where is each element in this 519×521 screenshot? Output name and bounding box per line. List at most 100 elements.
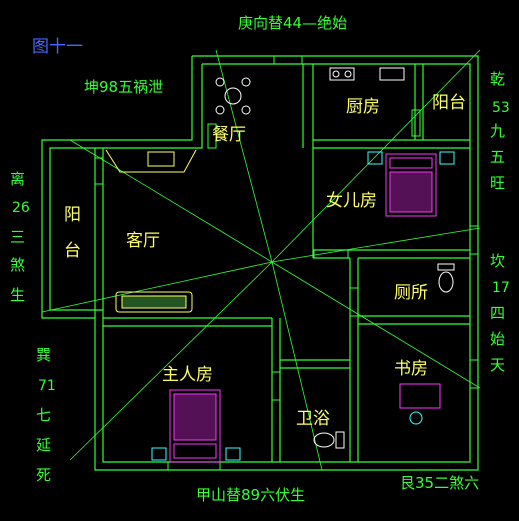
direction-char: 26 xyxy=(12,200,30,216)
sector-line xyxy=(271,261,323,471)
direction-char: 乾 xyxy=(490,70,505,88)
toilet-bowl xyxy=(313,432,335,448)
room-label-study: 书房 xyxy=(394,359,428,379)
direction-label-right-top: 乾 53 九 五 旺 xyxy=(490,70,510,192)
nightstand xyxy=(151,447,167,461)
direction-label-right-bottom: 坎 17 四 始 天 xyxy=(490,252,510,374)
inner-wall xyxy=(49,63,471,463)
direction-char: 旺 xyxy=(490,174,505,192)
direction-char: 五 xyxy=(490,148,505,166)
desk-icon xyxy=(399,383,441,425)
sector-line xyxy=(69,261,273,461)
chair xyxy=(241,77,251,87)
direction-char: 71 xyxy=(38,378,56,394)
balcony-left-char: 台 xyxy=(64,241,81,261)
walls xyxy=(41,55,479,471)
room-label-toilet: 厕所 xyxy=(394,283,428,303)
direction-char: 始 xyxy=(490,330,505,348)
window xyxy=(411,109,421,137)
chair xyxy=(215,105,225,115)
window xyxy=(207,123,217,149)
stove xyxy=(329,67,355,81)
nightstand-icon xyxy=(367,151,455,165)
room-label-living: 客厅 xyxy=(126,231,160,251)
sofa-outline xyxy=(105,149,197,173)
figure-label: 图十一 xyxy=(32,37,83,57)
direction-char: 坎 xyxy=(490,252,505,270)
direction-label-left-bottom: 巽 71 七 延 死 xyxy=(36,346,56,484)
window xyxy=(94,157,104,185)
nightstand xyxy=(439,151,455,165)
window xyxy=(469,225,479,255)
sofa-icon xyxy=(105,149,197,173)
direction-char: 巽 xyxy=(36,346,51,364)
sector-line xyxy=(41,261,273,313)
direction-char: 七 xyxy=(36,406,51,424)
couch-icon xyxy=(115,291,193,313)
direction-char: 离 xyxy=(10,170,25,188)
direction-label-left-top: 离 26 三 煞 生 xyxy=(10,170,30,304)
dining-table-icon xyxy=(215,77,251,115)
room-label-daughter: 女儿房 xyxy=(326,191,377,211)
sink-icon xyxy=(379,67,405,81)
direction-char: 17 xyxy=(492,280,510,296)
pillow xyxy=(389,157,433,169)
direction-char: 四 xyxy=(490,304,505,322)
couch-body xyxy=(115,291,193,313)
stove-icon xyxy=(329,67,355,81)
room-label-balcony-right: 阳台 xyxy=(432,93,466,113)
window xyxy=(313,249,349,259)
toilet-tank xyxy=(437,263,455,271)
bed-frame xyxy=(385,153,437,217)
direction-label-top-left: 坤98五祸泄 xyxy=(84,78,163,96)
window xyxy=(469,359,479,389)
window xyxy=(273,55,303,65)
direction-char: 53 xyxy=(492,100,510,116)
room-label-bathroom: 卫浴 xyxy=(296,409,330,429)
sector-line xyxy=(271,227,481,263)
tv-unit xyxy=(147,151,175,167)
nightstand xyxy=(367,151,383,165)
nightstand xyxy=(225,447,241,461)
table-top xyxy=(224,87,242,105)
toilet-bowl xyxy=(438,271,454,293)
pillow xyxy=(173,443,217,459)
sector-line xyxy=(215,49,273,263)
sector-line xyxy=(271,261,481,389)
chair xyxy=(215,77,225,87)
room-label-master: 主人房 xyxy=(162,365,213,385)
burner xyxy=(332,70,340,78)
room-label-kitchen: 厨房 xyxy=(346,97,380,117)
window xyxy=(167,461,221,471)
direction-char: 九 xyxy=(490,122,505,140)
sector-line xyxy=(69,139,273,263)
direction-label-bottom-right: 艮35二煞六 xyxy=(400,474,479,492)
sector-line xyxy=(271,49,481,263)
bed-icon xyxy=(169,389,221,463)
room-label-dining: 餐厅 xyxy=(212,125,246,145)
direction-label-bottom: 甲山替89六伏生 xyxy=(196,486,305,504)
blanket xyxy=(389,171,433,213)
couch-seat xyxy=(121,295,187,309)
bed-icon xyxy=(385,153,437,217)
balcony-left-char: 阳 xyxy=(64,205,81,225)
toilet-icon xyxy=(313,431,345,449)
blanket xyxy=(173,393,217,441)
room-label-balcony-left: 阳 台 xyxy=(64,205,81,261)
chair xyxy=(409,411,423,425)
direction-char: 三 xyxy=(10,228,25,246)
direction-char: 煞 xyxy=(10,256,25,274)
bed-frame xyxy=(169,389,221,463)
toilet-icon xyxy=(437,263,455,293)
desk xyxy=(399,383,441,409)
window xyxy=(349,287,359,317)
direction-label-top: 庚向替44—绝始 xyxy=(238,14,347,32)
chair xyxy=(241,105,251,115)
sector-lines xyxy=(41,49,481,471)
direction-char: 死 xyxy=(36,466,51,484)
window xyxy=(271,371,281,401)
direction-char: 生 xyxy=(10,286,25,304)
toilet-tank xyxy=(335,431,345,449)
sink xyxy=(379,67,405,81)
